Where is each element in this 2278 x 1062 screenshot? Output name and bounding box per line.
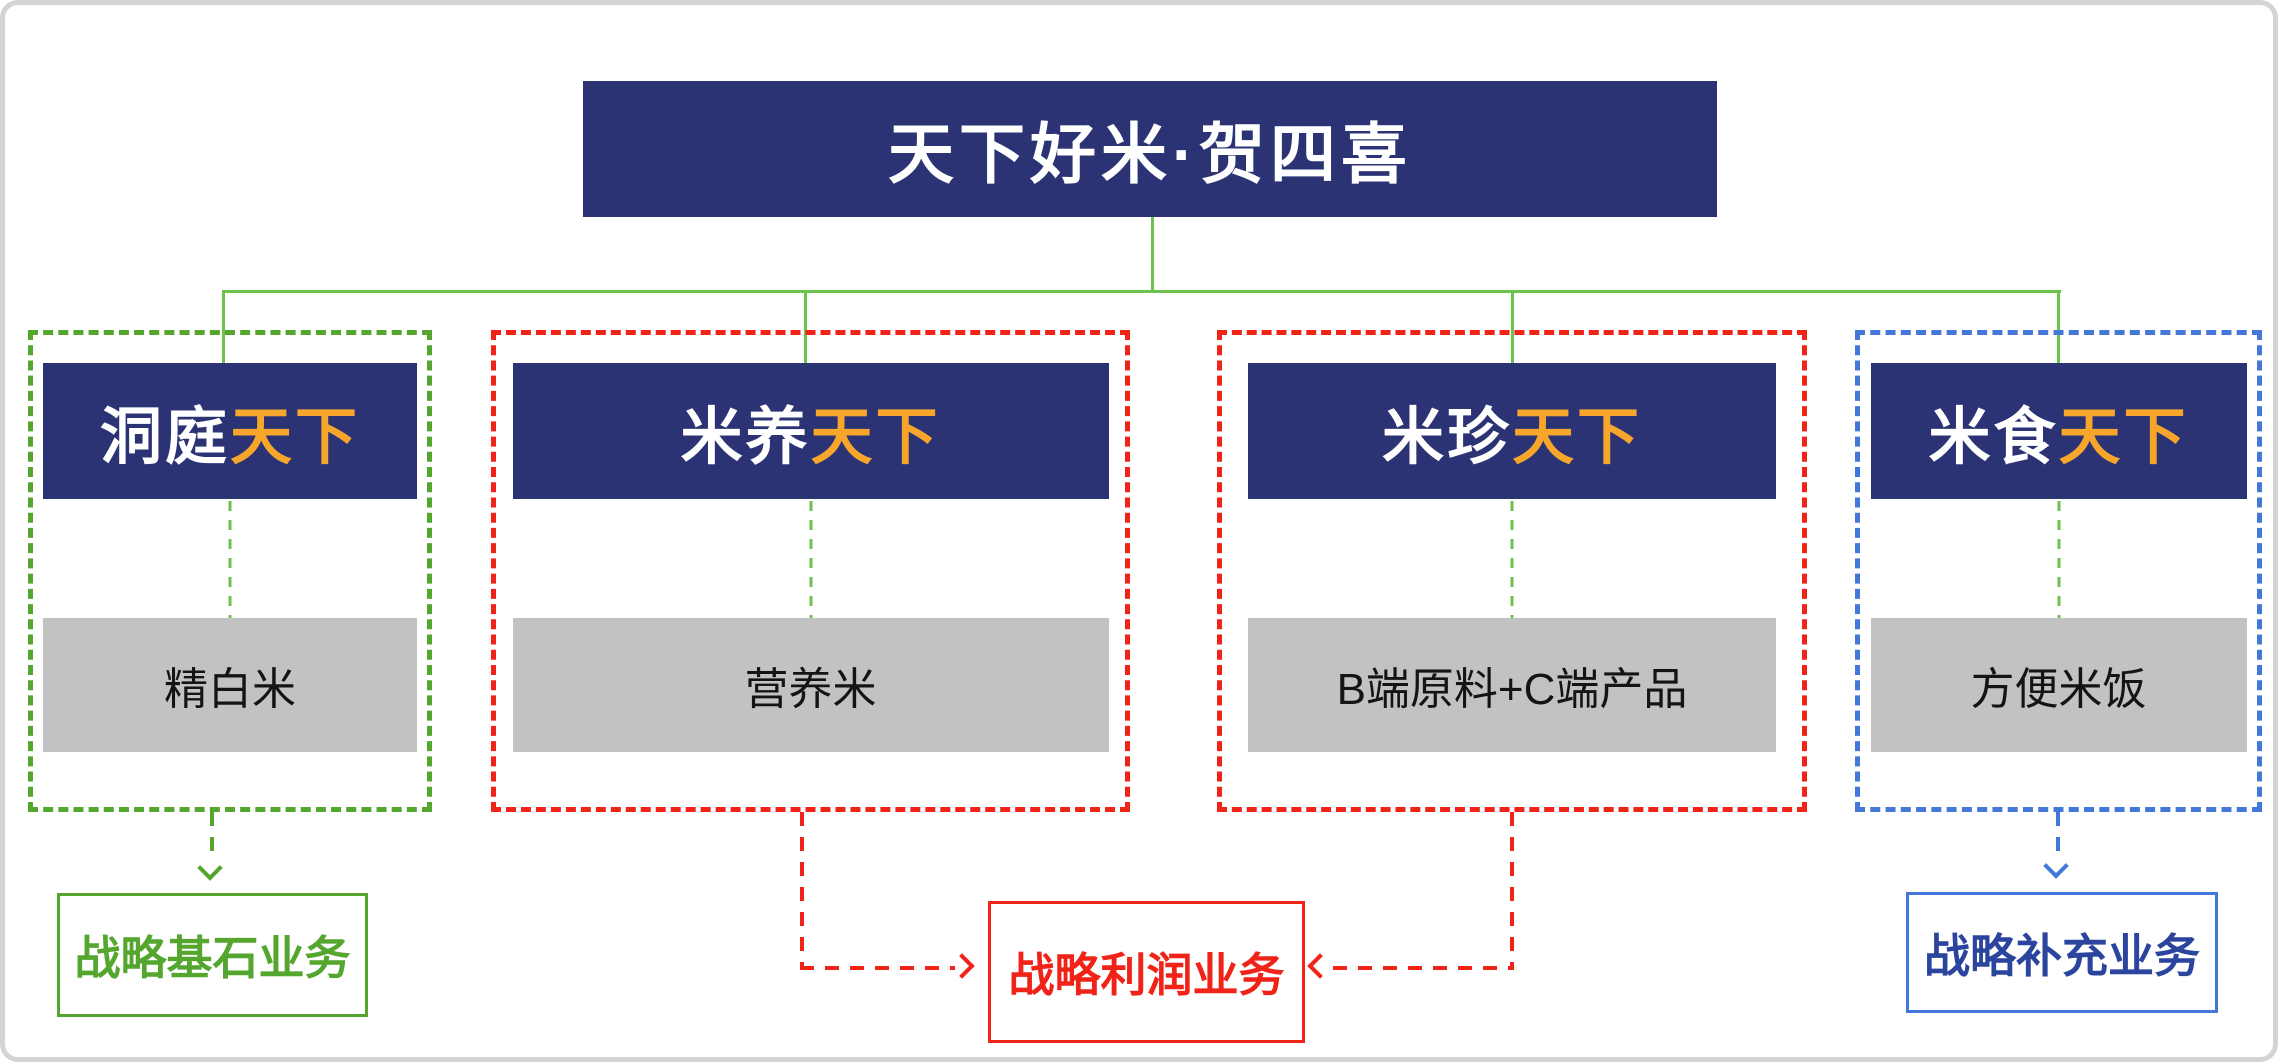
product-box-mizhen: B端原料+C端产品 — [1248, 618, 1776, 752]
branch-container-mishi: 米食天下 方便米饭 — [1855, 330, 2262, 812]
branch-container-miyang: 米养天下 营养米 — [491, 330, 1130, 812]
arrowhead-down-icon — [197, 855, 223, 881]
tree-drop-line-4 — [2057, 290, 2060, 365]
arrow-profit-left-horizontal — [800, 966, 955, 970]
label-supplement-box: 战略补充业务 — [1906, 892, 2218, 1013]
tree-drop-line-3 — [1511, 290, 1514, 365]
product-box-mishi: 方便米饭 — [1870, 618, 2247, 752]
brand-product-connector — [228, 501, 232, 619]
brand-name-orange: 天下 — [2058, 403, 2189, 472]
root-brand-title: 天下好米·贺四喜 — [888, 117, 1412, 191]
arrow-cornerstone-line — [210, 812, 214, 862]
brand-product-connector — [1510, 501, 1514, 619]
arrow-profit-left-vertical — [800, 812, 804, 968]
brand-box-mishi: 米食天下 — [1870, 363, 2247, 499]
brand-name-white: 米食 — [1928, 403, 2059, 472]
tree-horizontal-line — [223, 290, 2061, 293]
arrow-supplement-line — [2056, 812, 2060, 860]
arrowhead-right-icon — [949, 953, 975, 979]
product-box-dongting: 精白米 — [43, 618, 417, 752]
brand-product-connector — [2057, 501, 2060, 619]
brand-name-white: 米养 — [680, 403, 811, 472]
brand-box-miyang: 米养天下 — [512, 363, 1109, 499]
arrow-profit-right-vertical — [1510, 812, 1514, 968]
brand-name-orange: 天下 — [230, 403, 361, 472]
brand-box-dongting: 洞庭天下 — [43, 363, 417, 499]
arrowhead-left-icon — [1307, 953, 1333, 979]
brand-name-orange: 天下 — [1512, 403, 1643, 472]
arrowhead-down-icon — [2043, 853, 2069, 879]
brand-name-orange: 天下 — [810, 403, 941, 472]
arrow-profit-right-horizontal — [1333, 966, 1514, 970]
branch-container-mizhen: 米珍天下 B端原料+C端产品 — [1217, 330, 1807, 812]
brand-name-white: 米珍 — [1381, 403, 1512, 472]
root-brand-box: 天下好米·贺四喜 — [583, 81, 1717, 217]
brand-name-white: 洞庭 — [99, 403, 230, 472]
brand-product-connector — [809, 501, 812, 619]
tree-trunk-line — [1151, 217, 1154, 292]
branch-container-dongting: 洞庭天下 精白米 — [28, 330, 432, 812]
brand-box-mizhen: 米珍天下 — [1248, 363, 1776, 499]
tree-drop-line-2 — [804, 290, 807, 365]
label-cornerstone-box: 战略基石业务 — [57, 893, 368, 1017]
label-profit-box: 战略利润业务 — [988, 901, 1305, 1043]
tree-drop-line-1 — [222, 290, 225, 365]
product-box-miyang: 营养米 — [512, 618, 1109, 752]
